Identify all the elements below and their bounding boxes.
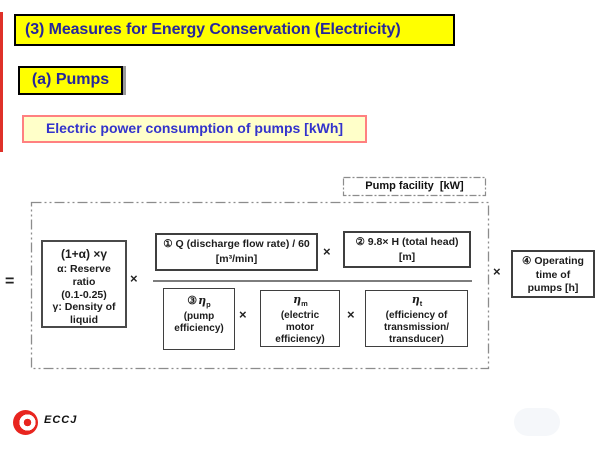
motor-efficiency-symbol: ηm bbox=[293, 293, 308, 309]
pump-efficiency-box: ③ηp (pump efficiency) bbox=[163, 288, 235, 350]
discharge-flow-rate-box: ① Q (discharge flow rate) / 60 [m³/min] bbox=[155, 233, 318, 271]
watermark-blob bbox=[514, 408, 560, 436]
total-head-box: ② 9.8× H (total head) [m] bbox=[343, 231, 471, 268]
multiply-sign: × bbox=[493, 264, 501, 279]
reserve-ratio-box: (1+α) ×γ α: Reserve ratio (0.1-0.25) γ: … bbox=[41, 240, 127, 328]
transmission-efficiency-caption: (efficiency of transmission/ transducer) bbox=[383, 310, 450, 345]
multiply-sign: × bbox=[239, 307, 247, 322]
multiply-sign: × bbox=[130, 271, 138, 286]
pump-efficiency-symbol: ③ηp bbox=[187, 294, 211, 310]
slide-title: (3) Measures for Energy Conservation (El… bbox=[14, 14, 455, 46]
slide-edge-marker bbox=[0, 12, 3, 152]
fraction-bar bbox=[153, 280, 472, 282]
pump-efficiency-caption: (pump efficiency) bbox=[174, 311, 224, 334]
multiply-sign: × bbox=[347, 307, 355, 322]
section-heading: (a) Pumps bbox=[18, 66, 123, 95]
operating-time-box: ④ Operating time of pumps [h] bbox=[511, 250, 595, 298]
equals-sign: = bbox=[5, 273, 15, 290]
coefficient-formula: (1+α) ×γ bbox=[60, 247, 108, 261]
transmission-efficiency-box: ηt (efficiency of transmission/ transduc… bbox=[365, 290, 468, 347]
coefficient-notes: α: Reserve ratio (0.1-0.25) γ: Density o… bbox=[52, 263, 116, 327]
pump-facility-label: Pump facility [kW] bbox=[365, 180, 464, 192]
multiply-sign: × bbox=[323, 244, 331, 259]
formula-banner: Electric power consumption of pumps [kWh… bbox=[22, 115, 367, 143]
transmission-efficiency-symbol: ηt bbox=[411, 293, 423, 309]
eccj-logo-text: ECCJ bbox=[44, 414, 78, 426]
motor-efficiency-box: ηm (electric motor efficiency) bbox=[260, 290, 340, 347]
motor-efficiency-caption: (electric motor efficiency) bbox=[275, 310, 325, 345]
eccj-logo-icon bbox=[13, 410, 38, 435]
